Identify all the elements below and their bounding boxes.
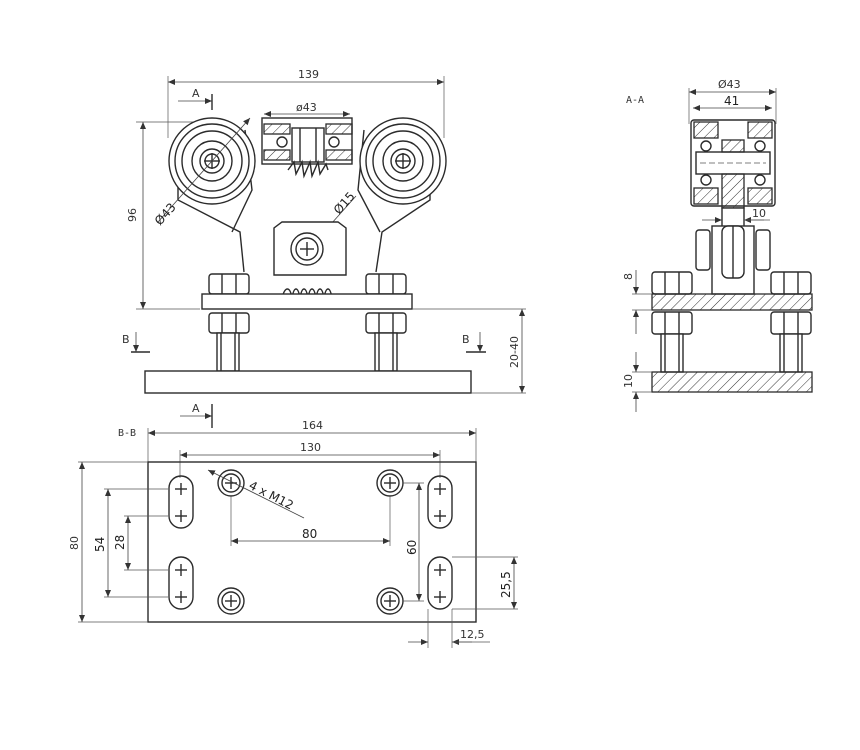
section-aa-title: A-A xyxy=(626,95,644,106)
section-bb-title: B-B xyxy=(118,428,136,439)
carrier-plate xyxy=(201,293,413,310)
right-wheel xyxy=(359,117,447,205)
bb-dim-slot-width: 12,5 xyxy=(460,628,485,641)
thread-hole-bottom-right xyxy=(376,587,404,615)
thread-hole-top-left xyxy=(217,469,245,497)
pin-bracket xyxy=(273,221,347,299)
front-dim-center-bearing: ø43 xyxy=(296,101,317,114)
section-aa-view: A-A Ø43 41 10 xyxy=(622,78,813,412)
front-dim-adjust: 20-40 xyxy=(508,336,521,368)
section-marker-b-left: B xyxy=(122,332,150,353)
front-dim-width: 139 xyxy=(298,68,319,81)
thread-hole-top-right xyxy=(376,469,404,497)
slot-top-right xyxy=(427,475,453,529)
slot-bottom-right xyxy=(427,556,453,610)
section-marker-a: A xyxy=(178,87,213,110)
bb-dim-height: 80 xyxy=(68,536,81,550)
front-view: 139 A 96 xyxy=(122,68,526,394)
slot-bottom-left xyxy=(168,556,194,610)
aa-dim-plate-bottom: 10 xyxy=(622,374,635,388)
bb-dim-slot-length: 25,5 xyxy=(499,571,513,598)
bb-dim-hole-span-y: 60 xyxy=(405,540,419,555)
aa-dim-plate-top: 8 xyxy=(622,273,635,280)
aa-dim-inner: 41 xyxy=(724,94,739,108)
bb-dim-slot-outer: 54 xyxy=(93,537,107,552)
thread-hole-bottom-left xyxy=(217,587,245,615)
aa-dim-outer: Ø43 xyxy=(718,78,741,91)
bb-thread-label: 4 x M12 xyxy=(247,478,296,512)
bb-dim-slot-span: 130 xyxy=(300,441,321,454)
base-plate xyxy=(144,370,472,394)
center-bearing: ø43 xyxy=(261,101,353,179)
svg-text:A: A xyxy=(192,87,200,100)
front-dim-wheel: Ø43 xyxy=(152,200,179,228)
section-marker-a-lower: A xyxy=(180,402,213,428)
bb-dim-hole-span-x: 80 xyxy=(302,527,317,541)
bb-dim-slot-inner: 28 xyxy=(113,535,127,550)
section-marker-b-right: B xyxy=(462,332,486,353)
left-wheel xyxy=(168,117,256,205)
svg-text:B: B xyxy=(462,333,470,346)
svg-text:B: B xyxy=(122,333,130,346)
bb-dim-total-width: 164 xyxy=(302,419,323,432)
slot-top-left xyxy=(168,475,194,529)
section-bb-view: B-B A 164 130 80 54 28 xyxy=(68,402,518,648)
svg-text:A: A xyxy=(192,402,200,415)
aa-dim-gap: 10 xyxy=(752,207,766,220)
base-plate-outline xyxy=(147,461,477,623)
front-dim-height: 96 xyxy=(126,208,139,222)
front-dim-pin: Ø15 xyxy=(331,189,358,217)
